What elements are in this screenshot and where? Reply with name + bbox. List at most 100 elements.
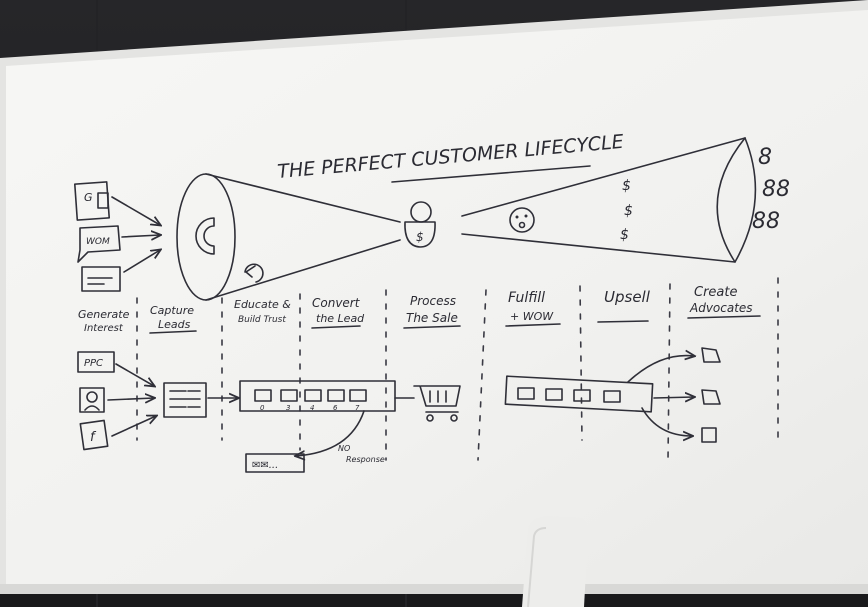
fulfillment-email-icon-4 xyxy=(603,390,621,403)
stage-convert-label-2: the Lead xyxy=(316,312,365,325)
advocate-product-icons xyxy=(701,347,721,443)
source-icons: G WOM xyxy=(73,181,121,292)
product-icon-3 xyxy=(701,427,717,443)
upsell-arrow-bottom xyxy=(641,407,692,436)
stage-labels: Generate Interest Capture Leads Educate … xyxy=(78,285,761,334)
fulfillment-email-icon-3 xyxy=(573,389,591,402)
source-arrows xyxy=(111,196,160,273)
upsell-arrow-middle xyxy=(653,397,694,398)
channel-arrow-3 xyxy=(111,416,156,437)
money-symbol-1: $ xyxy=(622,178,631,194)
source-arrow-3 xyxy=(123,250,160,273)
ppc-label: PPC xyxy=(84,358,103,369)
nurture-box xyxy=(245,453,305,473)
sequence-number-1: 0 xyxy=(260,404,265,412)
channel-arrow-2 xyxy=(107,398,154,400)
customer-body-icon xyxy=(404,221,436,248)
megaphone-top-edge xyxy=(461,137,746,217)
no-response-label-2: Response xyxy=(346,455,385,464)
stage-capture-label-2: Leads xyxy=(158,318,191,331)
stage-process-label-1: Process xyxy=(410,294,456,308)
email-source-lines xyxy=(87,277,113,285)
product-icon-1 xyxy=(701,347,721,363)
fulfillment-sequence xyxy=(504,375,654,413)
divider-5 xyxy=(477,289,487,461)
person-card-head xyxy=(86,391,98,403)
sequence-email-icon-4 xyxy=(327,389,345,402)
sequence-number-4: 6 xyxy=(333,404,338,412)
stage-educate-label-2: Build Trust xyxy=(238,315,286,325)
nurture-box-label: ✉✉... xyxy=(252,460,278,471)
channel-arrows xyxy=(107,363,156,437)
face-eye-left xyxy=(515,215,519,219)
cart-wheel-right xyxy=(450,414,458,422)
stage-upsell-label: Upsell xyxy=(604,288,651,306)
capture-underline xyxy=(149,330,197,334)
funnel-top-edge xyxy=(205,173,401,223)
money-symbol-2: $ xyxy=(624,203,633,219)
stage-generate-label-2: Interest xyxy=(84,323,124,334)
magnet-icon xyxy=(195,217,215,255)
face-mouth xyxy=(518,221,526,229)
email-source-icon xyxy=(81,266,121,292)
facebook-icon xyxy=(79,419,109,451)
stage-dividers xyxy=(136,277,779,461)
person-card-body xyxy=(84,405,100,411)
channel-icons: PPC f xyxy=(77,351,115,451)
channel-arrow-1 xyxy=(115,363,154,386)
chair-back xyxy=(522,516,588,607)
chair-shade xyxy=(527,527,547,607)
advocate-mark-3: 88 xyxy=(752,209,780,234)
sequence-number-2: 3 xyxy=(286,404,290,412)
upsell-arrow-top xyxy=(627,356,694,383)
divider-7 xyxy=(667,283,671,461)
stage-educate-label-1: Educate & xyxy=(234,298,291,311)
convert-underline xyxy=(311,325,361,329)
fulfillment-email-icon-1 xyxy=(517,387,535,400)
money-symbol-3: $ xyxy=(620,227,629,243)
megaphone-mouth xyxy=(716,137,757,263)
form-frame xyxy=(163,382,207,418)
product-icon-2 xyxy=(701,389,721,405)
search-source-label: G xyxy=(84,191,93,204)
title-underline xyxy=(391,165,591,183)
customer-figure: $ xyxy=(404,201,436,248)
face-eye-right xyxy=(524,214,528,218)
upsell-underline xyxy=(597,320,649,323)
ppc-icon xyxy=(77,351,115,373)
upsell-arrows xyxy=(627,356,694,436)
advocates-underline xyxy=(687,315,761,319)
cart-items xyxy=(429,390,447,403)
shopping-cart-icon xyxy=(413,385,461,422)
marker-tray xyxy=(0,584,868,594)
process-underline xyxy=(403,325,461,329)
stage-advocates-label-1: Create xyxy=(694,285,737,300)
wom-label: WOM xyxy=(86,237,110,247)
stage-capture-label-1: Capture xyxy=(150,304,194,317)
happy-face-icon xyxy=(509,207,535,233)
landing-form-icon xyxy=(163,382,207,418)
wom-speech-bubble-icon xyxy=(77,225,121,263)
stage-fulfill-label-1: Fulfill xyxy=(508,290,545,306)
cart-basket xyxy=(413,385,461,407)
facebook-label: f xyxy=(90,430,97,445)
lead-funnel xyxy=(176,173,401,301)
customer-money-symbol: $ xyxy=(416,230,424,244)
advocate-marks: 8 88 88 xyxy=(752,145,790,234)
source-arrow-2 xyxy=(121,235,160,237)
sequence-email-icon-5 xyxy=(349,389,367,402)
advocate-mark-1: 8 xyxy=(758,145,772,170)
stage-advocates-label-2: Advocates xyxy=(689,301,753,315)
email-sequence: 0 3 4 6 7 xyxy=(239,380,396,412)
advocate-mark-2: 88 xyxy=(762,177,790,202)
refresh-icon xyxy=(244,263,264,283)
document-icon xyxy=(97,192,109,209)
no-response-arrow xyxy=(296,410,365,456)
sequence-email-icon-3 xyxy=(304,389,322,402)
stage-convert-label-1: Convert xyxy=(312,296,361,310)
email-sequence-frame xyxy=(239,380,396,412)
value-megaphone: $ $ $ xyxy=(461,137,757,263)
sequence-number-5: 7 xyxy=(355,404,360,412)
funnel-bottom-edge xyxy=(205,239,401,301)
